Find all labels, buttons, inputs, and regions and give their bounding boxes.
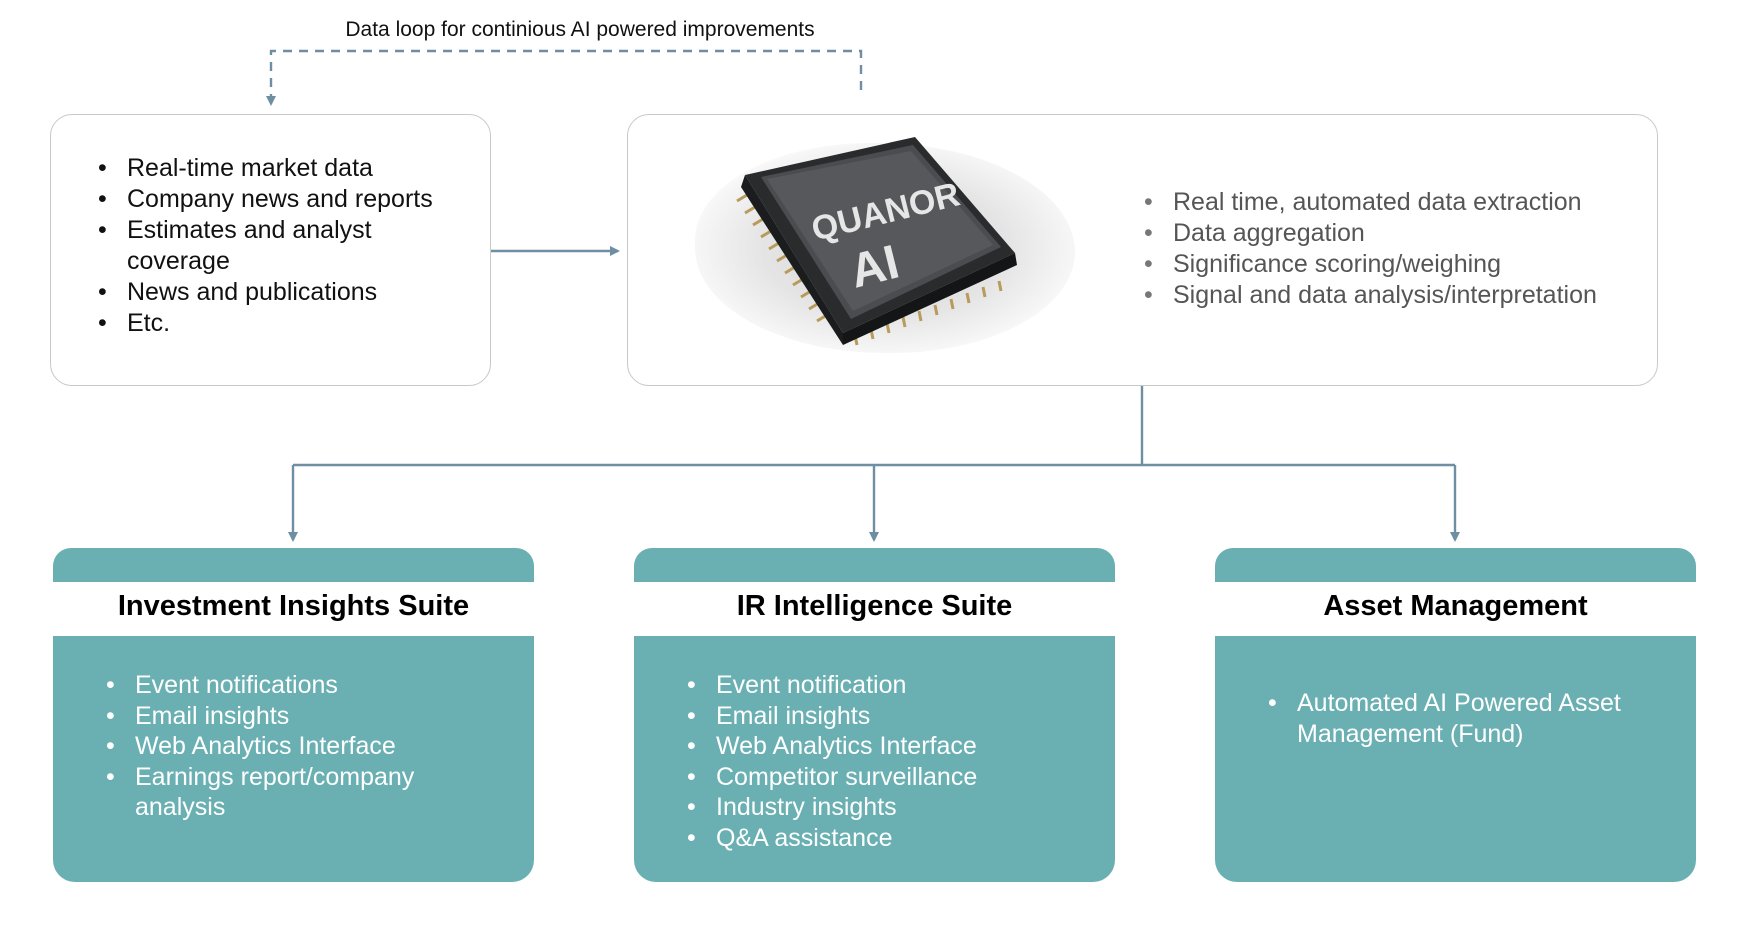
suite-title: Asset Management: [1215, 582, 1696, 636]
ir-intelligence-suite-card: IR Intelligence Suite Event notification…: [634, 548, 1115, 882]
list-item: Data aggregation: [1144, 218, 1644, 249]
list-item: Email insights: [106, 701, 506, 732]
list-item: News and publications: [98, 277, 478, 308]
list-item: Significance scoring/weighing: [1144, 249, 1644, 280]
list-item: Competitor surveillance: [687, 762, 1087, 793]
suite-feature-list: Event notification Email insights Web An…: [687, 670, 1087, 853]
data-sources-list: Real-time market data Company news and r…: [98, 153, 478, 339]
list-item: Q&A assistance: [687, 823, 1087, 854]
suite-feature-list: Automated AI Powered Asset Management (F…: [1268, 688, 1668, 749]
list-item: Earnings report/company analysis: [106, 762, 506, 823]
list-item: Estimates and analyst coverage: [98, 215, 478, 277]
ai-capabilities-list: Real time, automated data extraction Dat…: [1144, 187, 1644, 311]
list-item: Real-time market data: [98, 153, 478, 184]
list-item: Event notifications: [106, 670, 506, 701]
list-item: Web Analytics Interface: [687, 731, 1087, 762]
chip-icon: QUANOR AI: [736, 137, 1017, 346]
data-loop-connector: [266, 49, 863, 106]
list-item: Automated AI Powered Asset Management (F…: [1268, 688, 1668, 749]
list-item: Signal and data analysis/interpretation: [1144, 280, 1644, 311]
investment-insights-suite-card: Investment Insights Suite Event notifica…: [53, 548, 534, 882]
suite-title: IR Intelligence Suite: [634, 582, 1115, 636]
suite-title: Investment Insights Suite: [53, 582, 534, 636]
suite-body: Automated AI Powered Asset Management (F…: [1215, 636, 1696, 882]
ai-engine-box: QUANOR AI Real time, automated data extr…: [627, 114, 1658, 386]
list-item: Company news and reports: [98, 184, 478, 215]
list-item: Industry insights: [687, 792, 1087, 823]
data-sources-box: Real-time market data Company news and r…: [50, 114, 491, 386]
suite-body: Event notifications Email insights Web A…: [53, 636, 534, 882]
card-cap: [53, 548, 534, 582]
card-cap: [634, 548, 1115, 582]
list-item: Real time, automated data extraction: [1144, 187, 1644, 218]
list-item: Etc.: [98, 308, 478, 339]
card-cap: [1215, 548, 1696, 582]
list-item: Event notification: [687, 670, 1087, 701]
suite-body: Event notification Email insights Web An…: [634, 636, 1115, 882]
ai-chip-image: QUANOR AI: [675, 123, 1095, 373]
asset-management-card: Asset Management Automated AI Powered As…: [1215, 548, 1696, 882]
data-loop-label: Data loop for continious AI powered impr…: [345, 18, 815, 41]
list-item: Web Analytics Interface: [106, 731, 506, 762]
list-item: Email insights: [687, 701, 1087, 732]
suite-feature-list: Event notifications Email insights Web A…: [106, 670, 506, 823]
